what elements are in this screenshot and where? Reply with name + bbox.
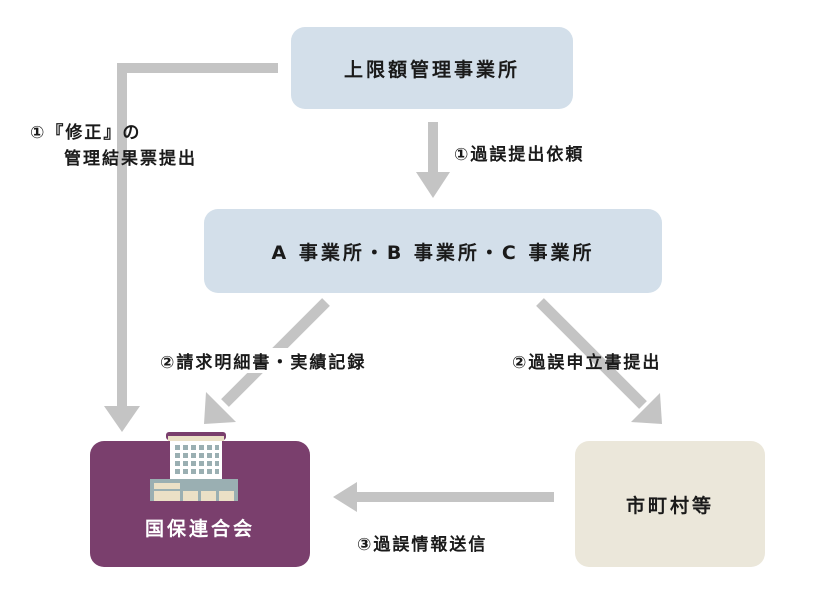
label-corrected-result: ①『修正』の 管理結果票提出 (30, 120, 197, 172)
node-cap-manager-office: 上限額管理事業所 (291, 27, 573, 109)
node-cap-manager-label: 上限額管理事業所 (343, 58, 520, 81)
building-icon (150, 432, 238, 501)
label-error-info-send: ③過誤情報送信 (357, 535, 488, 555)
node-kokuhoren-label: 国保連合会 (144, 518, 255, 540)
label-corrected-result-line1: ①『修正』の (30, 123, 142, 143)
node-municipality: 市町村等 (575, 441, 765, 567)
node-municipality-label: 市町村等 (625, 494, 714, 517)
arrow-corrected-result (104, 63, 278, 432)
node-offices-label: A 事業所・B 事業所・C 事業所 (271, 241, 595, 264)
label-corrected-result-line2: 管理結果票提出 (64, 149, 197, 169)
arrow-error-info (333, 482, 554, 512)
label-error-application: ②過誤申立書提出 (512, 353, 662, 373)
arrow-error-application (536, 298, 662, 424)
label-billing-records: ②請求明細書・実績記録 (160, 348, 367, 373)
node-offices: A 事業所・B 事業所・C 事業所 (204, 209, 662, 293)
label-error-request: ①過誤提出依頼 (454, 145, 585, 165)
arrow-error-request (416, 122, 450, 198)
